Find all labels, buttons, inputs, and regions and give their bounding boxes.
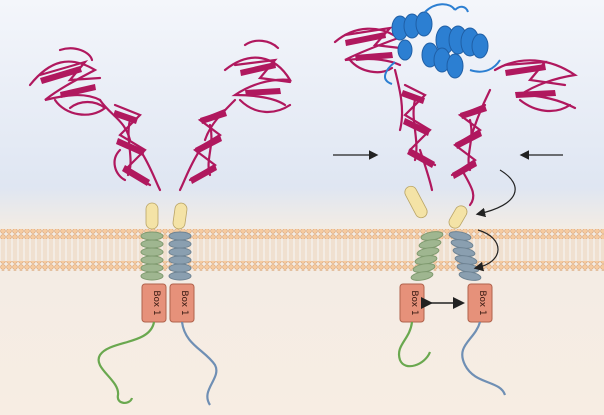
right-box-b-label: Box 1 bbox=[477, 290, 487, 315]
arrow-linker-rotation bbox=[475, 169, 516, 218]
left-linker-a bbox=[145, 202, 159, 230]
right-box-a-label: Box 1 bbox=[409, 290, 419, 315]
left-chain-a-strands bbox=[40, 66, 150, 186]
left-tail-b bbox=[180, 321, 218, 406]
right-box-b: Box 1 bbox=[467, 283, 493, 323]
left-tail-a bbox=[97, 321, 156, 404]
membrane-outer-heads bbox=[0, 229, 604, 239]
left-chain-b-strands bbox=[190, 62, 281, 184]
right-box-a: Box 1 bbox=[399, 283, 425, 323]
left-receptor-pair: Box 1 Box 1 bbox=[28, 39, 293, 406]
left-box-a: Box 1 bbox=[141, 283, 167, 323]
left-box-b-label: Box 1 bbox=[179, 290, 189, 315]
membrane-tails bbox=[0, 239, 604, 261]
left-helix-b bbox=[168, 231, 192, 281]
right-tail-a bbox=[397, 321, 432, 368]
arrow-helix-rotation bbox=[473, 229, 499, 272]
right-linker-a bbox=[404, 185, 428, 219]
right-chain-b-strands bbox=[452, 64, 556, 179]
left-box-a-label: Box 1 bbox=[151, 290, 161, 315]
right-chain-a-strands bbox=[345, 32, 435, 168]
right-linker-b bbox=[448, 205, 468, 229]
ligand-loops bbox=[384, 3, 501, 85]
left-box-b: Box 1 bbox=[169, 283, 195, 323]
membrane-inner-heads bbox=[0, 261, 604, 271]
right-helix-a bbox=[410, 231, 444, 281]
right-receptor-pair: Box 1 Box 1 bbox=[333, 3, 578, 396]
right-tail-b bbox=[461, 321, 507, 396]
left-helix-a bbox=[140, 231, 164, 281]
conformation-arrows bbox=[333, 150, 563, 272]
cell-membrane bbox=[0, 229, 604, 271]
left-linker-b bbox=[172, 202, 188, 230]
ligand-helix-bundle bbox=[391, 11, 489, 79]
